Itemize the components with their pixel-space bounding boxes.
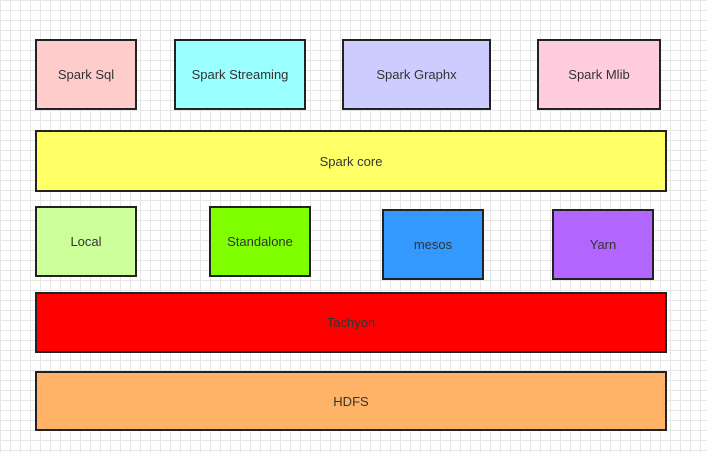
spark-mlib-box: Spark Mlib bbox=[537, 39, 661, 110]
mesos-box: mesos bbox=[382, 209, 484, 280]
hdfs-label: HDFS bbox=[333, 393, 369, 409]
spark-sql-box: Spark Sql bbox=[35, 39, 137, 110]
spark-streaming-label: Spark Streaming bbox=[191, 67, 289, 82]
spark-sql-label: Spark Sql bbox=[57, 67, 115, 82]
local-label: Local bbox=[70, 234, 102, 249]
spark-core-box: Spark core bbox=[35, 130, 667, 192]
spark-core-label: Spark core bbox=[319, 153, 383, 169]
standalone-box: Standalone bbox=[209, 206, 311, 277]
tachyon-box: Tachyon bbox=[35, 292, 667, 353]
local-box: Local bbox=[35, 206, 137, 277]
spark-streaming-box: Spark Streaming bbox=[174, 39, 306, 110]
tachyon-label: Tachyon bbox=[326, 315, 376, 330]
standalone-label: Standalone bbox=[227, 234, 293, 249]
mesos-label: mesos bbox=[413, 237, 453, 252]
yarn-label: Yarn bbox=[589, 237, 617, 252]
spark-graphx-box: Spark Graphx bbox=[342, 39, 491, 110]
yarn-box: Yarn bbox=[552, 209, 654, 280]
spark-mlib-label: Spark Mlib bbox=[568, 67, 630, 82]
spark-graphx-label: Spark Graphx bbox=[376, 67, 457, 82]
hdfs-box: HDFS bbox=[35, 371, 667, 431]
